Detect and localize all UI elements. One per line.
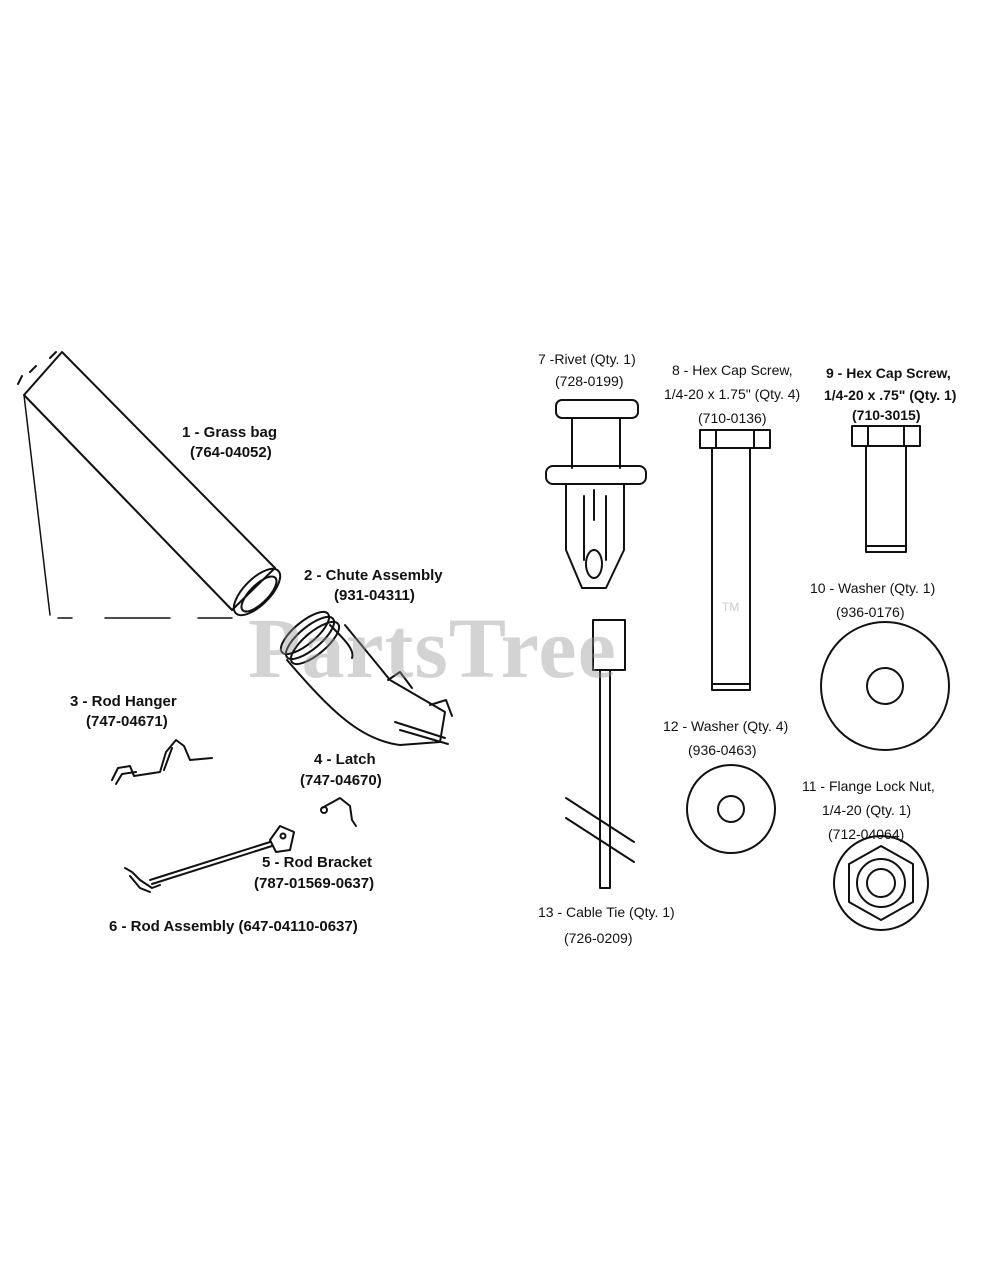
part-3-name: 3 - Rod Hanger <box>70 693 177 710</box>
part-6-name: 6 - Rod Assembly (647-04110-0637) <box>109 918 358 935</box>
flange-lock-nut-drawing <box>833 835 929 931</box>
part-4-name: 4 - Latch <box>314 751 376 768</box>
part-4-number: (747-04670) <box>300 772 382 789</box>
cable-tie-drawing <box>565 619 635 889</box>
part-8-name: 8 - Hex Cap Screw, <box>672 362 793 378</box>
part-2-number: (931-04311) <box>334 587 415 604</box>
partstree-watermark: PartsTree <box>248 600 617 696</box>
part-3-number: (747-04671) <box>86 713 168 730</box>
rod-hanger-drawing <box>111 739 213 785</box>
part-9-number: (710-3015) <box>852 407 921 423</box>
part-11-number: (712-04064) <box>828 826 905 842</box>
part-2-name: 2 - Chute Assembly <box>304 567 443 584</box>
part-5-number: (787-01569-0637) <box>254 875 375 892</box>
part-12-name: 12 - Washer (Qty. 4) <box>663 718 789 734</box>
part-7-number: (728-0199) <box>555 373 624 389</box>
part-9-name: 9 - Hex Cap Screw, <box>826 365 951 381</box>
part-8-number: (710-0136) <box>698 410 767 426</box>
part-12-number: (936-0463) <box>688 742 757 758</box>
part-1-name: 1 - Grass bag <box>182 424 278 441</box>
washer-small-drawing <box>686 764 776 854</box>
trademark-mark: TM <box>722 600 740 614</box>
part-13-name: 13 - Cable Tie (Qty. 1) <box>538 904 675 920</box>
part-5-name: 5 - Rod Bracket <box>262 854 373 871</box>
hex-cap-screw-long-drawing <box>699 429 771 691</box>
part-11-name: 11 - Flange Lock Nut, <box>802 778 935 794</box>
part-10-number: (936-0176) <box>836 604 905 620</box>
part-7-name: 7 -Rivet (Qty. 1) <box>538 351 636 367</box>
chute-assembly-drawing <box>279 610 453 746</box>
part-11-spec: 1/4-20 (Qty. 1) <box>822 802 912 818</box>
grass-bag-drawing <box>17 351 282 619</box>
rod-assembly-drawing <box>124 825 295 893</box>
hex-cap-screw-short-drawing <box>851 425 921 553</box>
part-10-name: 10 - Washer (Qty. 1) <box>810 580 936 596</box>
part-13-number: (726-0209) <box>564 930 633 946</box>
part-1-number: (764-04052) <box>190 444 272 461</box>
washer-large-drawing <box>820 621 950 751</box>
latch-drawing <box>320 797 357 827</box>
rivet-drawing <box>545 399 647 589</box>
part-8-spec: 1/4-20 x 1.75" (Qty. 4) <box>664 386 801 402</box>
part-9-spec: 1/4-20 x .75" (Qty. 1) <box>824 387 957 403</box>
